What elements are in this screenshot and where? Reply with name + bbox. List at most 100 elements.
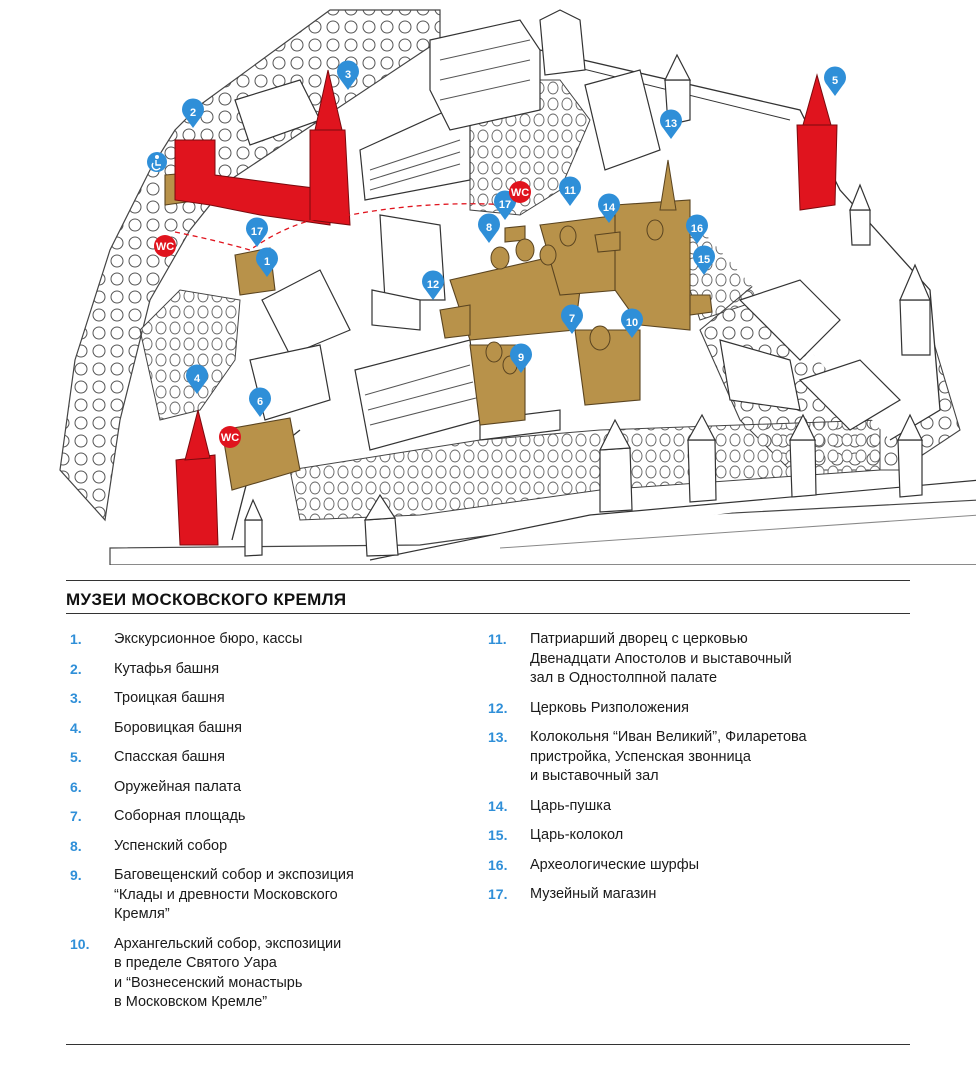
legend-item: 1. Экскурсионное бюро, кассы bbox=[70, 630, 400, 650]
legend-item: 17. Музейный магазин bbox=[488, 885, 848, 905]
legend-item: 8. Успенский собор bbox=[70, 837, 400, 857]
svg-text:WC: WC bbox=[156, 241, 174, 253]
legend-number: 17. bbox=[488, 886, 508, 902]
legend-number: 8. bbox=[70, 837, 82, 854]
museum-buildings bbox=[164, 171, 713, 491]
legend-number: 5. bbox=[70, 749, 82, 765]
legend-text: Успенский собор bbox=[114, 837, 228, 854]
legend-text: Патриарший дворец с церковью Двенадцати … bbox=[530, 631, 792, 686]
pin-number: 10 bbox=[626, 317, 638, 329]
legend-number: 10. bbox=[70, 935, 90, 952]
legend-text: Экскурсионное бюро, кассы bbox=[114, 631, 303, 647]
pin-number: 11 bbox=[564, 185, 576, 197]
legend-number: 9. bbox=[70, 867, 82, 883]
wall-towers bbox=[244, 9, 931, 557]
legend-item: 15. Царь-колокол bbox=[488, 826, 848, 846]
legend-item: 12. Церковь Ризположения bbox=[488, 699, 848, 719]
location-pin-icon[interactable]: 8 bbox=[478, 213, 500, 243]
legend-text: Археологические шурфы bbox=[530, 856, 700, 873]
legend-number: 11. bbox=[488, 631, 507, 647]
location-pin-icon[interactable]: 3 bbox=[337, 60, 359, 90]
location-pin-icon[interactable]: 9 bbox=[510, 343, 532, 373]
legend-number: 2. bbox=[70, 660, 82, 677]
legend-number: 6. bbox=[70, 778, 82, 795]
location-pin-icon[interactable]: 14 bbox=[598, 193, 620, 223]
red-towers bbox=[174, 69, 838, 546]
wc-markers: WC WC WC bbox=[154, 181, 531, 448]
legend-text: Царь-пушка bbox=[530, 797, 612, 814]
pin-number: 17 bbox=[499, 199, 511, 211]
legend-number: 13. bbox=[488, 729, 508, 745]
legend-text: Троицкая башня bbox=[114, 690, 225, 706]
legend-item: 7. Соборная площадь bbox=[70, 807, 400, 827]
legend-text: Боровицкая башня bbox=[114, 719, 242, 736]
location-pin-icon[interactable]: 17 bbox=[246, 217, 268, 247]
location-pin-icon[interactable]: 2 bbox=[182, 98, 204, 128]
legend-text: Церковь Ризположения bbox=[530, 699, 689, 716]
legend-text: Царь-колокол bbox=[530, 827, 624, 843]
legend-text: Архангельский собор, экспозиции в предел… bbox=[114, 935, 342, 1011]
legend-text: Спасская башня bbox=[114, 749, 226, 765]
legend-item: 6.Оружейная палата bbox=[70, 778, 400, 798]
legend-number: 1. bbox=[70, 631, 82, 647]
pin-number: 15 bbox=[698, 254, 710, 266]
pin-number: 4 bbox=[194, 373, 201, 385]
legend-number: 16. bbox=[488, 856, 508, 873]
location-pin-icon[interactable]: 10 bbox=[621, 308, 643, 338]
pin-number: 17 bbox=[251, 226, 263, 238]
pin-number: 8 bbox=[486, 222, 492, 234]
location-pin-icon[interactable]: 16 bbox=[686, 214, 708, 244]
location-pin-icon[interactable]: 11 bbox=[559, 176, 581, 206]
pin-number: 6 bbox=[257, 396, 263, 408]
pin-number: 9 bbox=[518, 352, 524, 364]
legend-number: 15. bbox=[488, 827, 508, 843]
location-pin-icon[interactable]: 5 bbox=[824, 66, 846, 96]
legend-number: 14. bbox=[488, 797, 508, 814]
legend-text: Соборная площадь bbox=[114, 808, 246, 824]
wc-icon: WC bbox=[154, 235, 176, 257]
location-pin-icon[interactable]: 1 bbox=[256, 247, 278, 277]
svg-text:WC: WC bbox=[221, 432, 239, 444]
legend-number: 4. bbox=[70, 719, 82, 736]
legend-item: 3. Троицкая башня bbox=[70, 689, 400, 709]
legend-title: МУЗЕИ МОСКОВСКОГО КРЕМЛЯ bbox=[66, 590, 347, 609]
pin-number: 5 bbox=[832, 75, 838, 87]
legend-text: Музейный магазин bbox=[530, 886, 657, 902]
pin-number: 2 bbox=[190, 107, 196, 119]
legend-left-column: 1. Экскурсионное бюро, кассы 2. Кутафья баш… bbox=[70, 630, 400, 1023]
pin-number: 1 bbox=[264, 256, 270, 268]
legend-text: Колокольня “Иван Великий”, Филаретова пр… bbox=[530, 729, 807, 784]
legend-number: 12. bbox=[488, 699, 508, 716]
location-pin-icon[interactable]: 12 bbox=[422, 270, 444, 300]
legend-item: 16. Археологические шурфы bbox=[488, 856, 848, 876]
legend-item: 4. Боровицкая башня bbox=[70, 719, 400, 739]
legend-item: 14. Царь-пушка bbox=[488, 797, 848, 817]
legend-text: Баговещенский собор и экспозиция “Клады … bbox=[114, 867, 354, 922]
svg-text:WC: WC bbox=[511, 187, 529, 199]
legend-item: 11. Патриарший дворец с церковью Двенадца… bbox=[488, 630, 848, 689]
bottom-divider bbox=[66, 1044, 910, 1045]
wc-icon: WC bbox=[219, 426, 241, 448]
legend-number: 7. bbox=[70, 808, 82, 824]
wc-icon: WC bbox=[509, 181, 531, 203]
legend-text: Кутафья башня bbox=[114, 660, 220, 677]
legend-item: 5. Спасская башня bbox=[70, 748, 400, 768]
pin-number: 3 bbox=[345, 69, 351, 81]
pin-number: 14 bbox=[603, 202, 616, 214]
pin-number: 16 bbox=[691, 223, 703, 235]
title-divider bbox=[66, 613, 910, 614]
location-pin-icon[interactable]: 7 bbox=[561, 304, 583, 334]
location-pin-icon[interactable]: 6 bbox=[249, 387, 271, 417]
legend-right-column: 11. Патриарший дворец с церковью Двенадца… bbox=[488, 630, 848, 915]
pin-number: 13 bbox=[665, 118, 677, 130]
location-pin-icon[interactable]: 13 bbox=[660, 109, 682, 139]
legend-item: 13. Колокольня “Иван Великий”, Филаретова… bbox=[488, 728, 848, 787]
location-pin-icon[interactable]: 17 bbox=[494, 190, 516, 220]
location-pin-icon[interactable]: 15 bbox=[693, 245, 715, 275]
legend-number: 3. bbox=[70, 690, 82, 706]
location-pin-icon[interactable]: 4 bbox=[186, 364, 208, 394]
pin-number: 7 bbox=[569, 313, 575, 325]
legend-item: 10. Архангельский собор, экспозиции в пре… bbox=[70, 935, 400, 1013]
